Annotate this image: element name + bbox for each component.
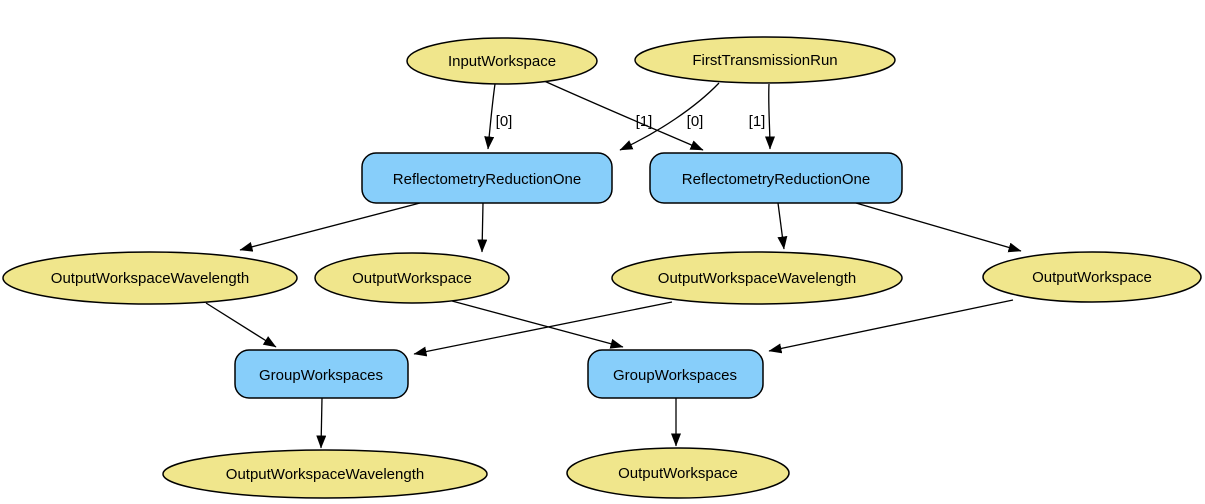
node-output-workspace-grouped: OutputWorkspace [566, 447, 790, 499]
edge-firsttransmissionrun-to-rro-left [619, 82, 720, 151]
algorithm-box [234, 349, 409, 399]
workspace-ellipse [406, 37, 598, 85]
node-output-workspace-right: OutputWorkspace [982, 251, 1202, 303]
workspace-ellipse [611, 251, 903, 305]
node-reflectometry-reduction-one-left: ReflectometryReductionOne [361, 152, 613, 204]
edge-group [205, 79, 1022, 449]
node-label: FirstTransmissionRun [692, 52, 837, 69]
workspace-ellipse [314, 252, 510, 304]
edge-label-transmission-1: [1] [749, 113, 766, 130]
node-label: GroupWorkspaces [613, 367, 737, 384]
node-label: OutputWorkspace [1032, 269, 1152, 286]
edge-rro-left-to-ow-left [477, 202, 488, 253]
edge-ow-left-to-groupworkspaces-right [451, 300, 624, 349]
edge-inputworkspace-to-rro-left [484, 83, 496, 150]
edge-ow-right-to-groupworkspaces-right [768, 299, 1014, 354]
edge-label-group: [0] [1] [0] [1] [496, 113, 766, 130]
workspace-ellipse [982, 251, 1202, 303]
node-label: OutputWorkspaceWavelength [226, 466, 424, 483]
edge-label-transmission-0: [0] [687, 113, 704, 130]
node-label: ReflectometryReductionOne [393, 171, 581, 188]
edge-rro-right-to-ow-right [855, 202, 1022, 253]
node-label: OutputWorkspaceWavelength [658, 270, 856, 287]
node-label: GroupWorkspaces [259, 367, 383, 384]
edge-firsttransmissionrun-to-rro-right [764, 83, 775, 150]
edge-groupworkspaces-left-to-oww-grouped [316, 397, 327, 449]
edge-oww-right-to-groupworkspaces-left [413, 301, 673, 357]
algorithm-box [361, 152, 613, 204]
edge-oww-left-to-groupworkspaces-left [205, 302, 277, 348]
node-label: OutputWorkspace [618, 465, 738, 482]
node-output-workspace-left: OutputWorkspace [314, 252, 510, 304]
workspace-ellipse [566, 447, 790, 499]
node-input-workspace: InputWorkspace [406, 37, 598, 85]
workspace-ellipse [634, 36, 896, 84]
node-output-workspace-wavelength-left: OutputWorkspaceWavelength [2, 251, 298, 305]
node-label: OutputWorkspace [352, 270, 472, 287]
node-group-workspaces-left: GroupWorkspaces [234, 349, 409, 399]
node-label: OutputWorkspaceWavelength [51, 270, 249, 287]
edge-label-input-0: [0] [496, 113, 513, 130]
node-label: ReflectometryReductionOne [682, 171, 870, 188]
edge-rro-right-to-oww-right [777, 202, 788, 250]
algorithm-box [649, 152, 903, 204]
edge-inputworkspace-to-rro-right [541, 79, 704, 151]
algorithm-box [587, 349, 764, 399]
edge-label-input-1: [1] [636, 113, 653, 130]
node-group-workspaces-right: GroupWorkspaces [587, 349, 764, 399]
node-output-workspace-wavelength-grouped: OutputWorkspaceWavelength [162, 449, 488, 499]
node-reflectometry-reduction-one-right: ReflectometryReductionOne [649, 152, 903, 204]
workspace-ellipse [162, 449, 488, 499]
node-first-transmission-run: FirstTransmissionRun [634, 36, 896, 84]
node-output-workspace-wavelength-right: OutputWorkspaceWavelength [611, 251, 903, 305]
workspace-ellipse [2, 251, 298, 305]
node-label: InputWorkspace [448, 53, 556, 70]
edge-rro-left-to-oww-left [239, 202, 421, 252]
